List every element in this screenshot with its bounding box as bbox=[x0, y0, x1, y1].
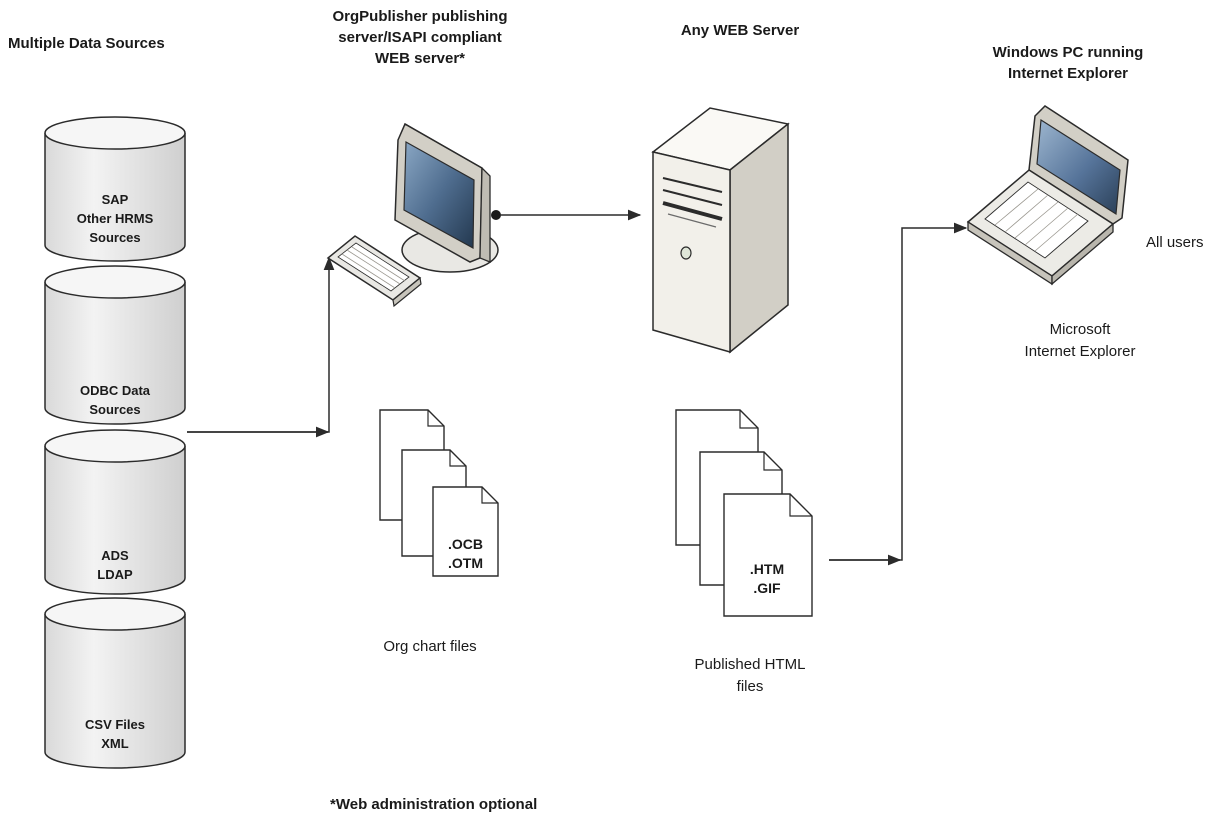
laptop-icon bbox=[966, 105, 1129, 286]
header-publishing-line-3: WEB server* bbox=[374, 50, 466, 67]
extension-ocb: .OCB bbox=[448, 536, 483, 552]
database-cylinder-3 bbox=[44, 429, 186, 595]
caption-browser: Microsoft Internet Explorer bbox=[985, 319, 1175, 363]
database-4-line-1: CSV Files bbox=[85, 717, 145, 732]
header-client-line-2: Internet Explorer bbox=[1007, 65, 1129, 82]
published-html-files-icon bbox=[675, 409, 813, 617]
database-1-line-1: SAP bbox=[101, 192, 129, 207]
header-web-server: Any WEB Server bbox=[680, 22, 800, 39]
caption-browser-line-1: Microsoft bbox=[1049, 321, 1111, 338]
connector-sources-to-workstation bbox=[187, 256, 335, 433]
header-data-sources: Multiple Data Sources bbox=[8, 35, 165, 52]
caption-published-line-2: files bbox=[736, 678, 764, 695]
desktop-computer-icon bbox=[326, 122, 499, 308]
database-cylinder-2 bbox=[44, 265, 186, 425]
extension-gif: .GIF bbox=[753, 580, 781, 596]
caption-published-files: Published HTML files bbox=[670, 654, 830, 698]
extension-htm: .HTM bbox=[749, 561, 785, 577]
database-cylinder-4 bbox=[44, 597, 186, 769]
header-publishing-server: OrgPublisher publishing server/ISAPI com… bbox=[300, 6, 540, 69]
database-4-line-2: XML bbox=[101, 736, 129, 751]
caption-org-chart-files: Org chart files bbox=[383, 638, 477, 655]
web-server-icon bbox=[651, 107, 790, 354]
database-label-1: SAP Other HRMS Sources bbox=[45, 190, 185, 247]
database-2-line-1: ODBC Data bbox=[79, 383, 151, 398]
org-chart-files-icon bbox=[379, 409, 499, 577]
published-extensions: .HTM .GIF bbox=[728, 560, 806, 598]
connector-files-to-client bbox=[829, 222, 968, 561]
header-publishing-line-2: server/ISAPI compliant bbox=[338, 29, 502, 46]
database-1-line-3: Sources bbox=[89, 230, 141, 245]
database-3-line-2: LDAP bbox=[97, 567, 133, 582]
org-chart-extensions: .OCB .OTM bbox=[433, 535, 498, 573]
database-1-line-2: Other HRMS bbox=[76, 211, 154, 226]
database-3-line-1: ADS bbox=[101, 548, 129, 563]
footnote: *Web administration optional bbox=[330, 796, 538, 813]
caption-browser-line-2: Internet Explorer bbox=[1024, 343, 1136, 360]
header-client: Windows PC running Internet Explorer bbox=[958, 42, 1178, 84]
database-label-3: ADS LDAP bbox=[45, 546, 185, 584]
connector-dot bbox=[491, 210, 501, 220]
database-2-line-2: Sources bbox=[89, 402, 141, 417]
header-publishing-line-1: OrgPublisher publishing bbox=[332, 8, 508, 25]
database-label-2: ODBC Data Sources bbox=[45, 381, 185, 419]
database-label-4: CSV Files XML bbox=[45, 715, 185, 753]
caption-all-users: All users bbox=[1146, 234, 1204, 251]
database-cylinder-1 bbox=[44, 116, 186, 262]
caption-published-line-1: Published HTML bbox=[694, 656, 806, 673]
extension-otm: .OTM bbox=[448, 555, 483, 571]
header-client-line-1: Windows PC running bbox=[992, 44, 1144, 61]
